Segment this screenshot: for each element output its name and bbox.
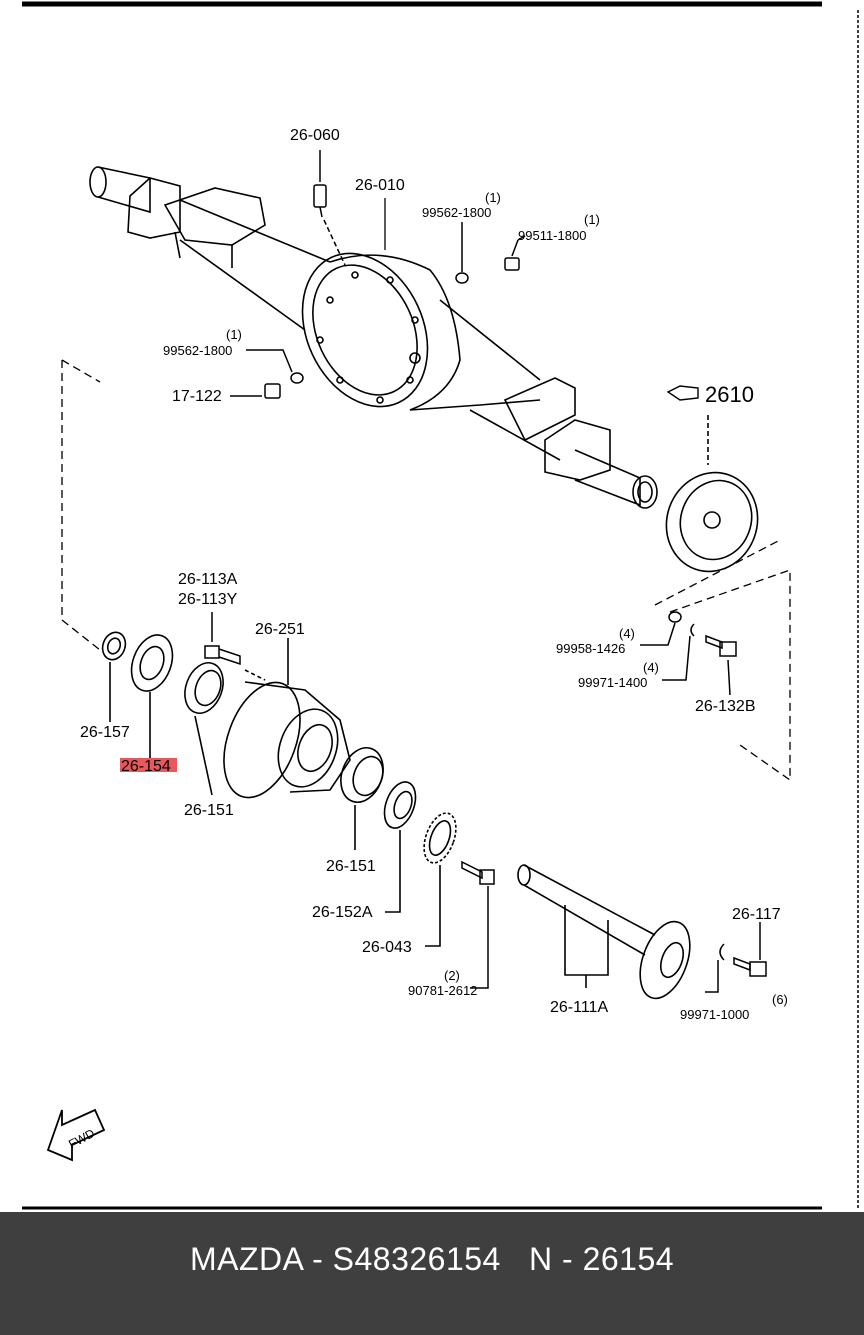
drain-plug-parts bbox=[230, 222, 526, 399]
qty-99562-1800-top: (1) bbox=[485, 190, 501, 205]
qty-99958-1426: (4) bbox=[619, 626, 635, 641]
bolt-90781 bbox=[461, 860, 495, 989]
pointer-hand-icon bbox=[666, 385, 699, 401]
clip-99971-1000 bbox=[705, 922, 767, 993]
label-26-043: 26-043 bbox=[362, 939, 412, 956]
label-26-113Y: 26-113Y bbox=[178, 591, 238, 608]
retainer-26-152A bbox=[383, 781, 417, 913]
qty-99511-1800: (1) bbox=[584, 212, 600, 227]
label-26-157: 26-157 bbox=[80, 724, 130, 741]
label-26-152A: 26-152A bbox=[312, 904, 373, 921]
label-fwd: FWD bbox=[66, 1126, 97, 1151]
brake-backing-plate bbox=[665, 415, 759, 573]
axle-shaft-26-111A bbox=[517, 864, 691, 1000]
bearing-26-151-a bbox=[184, 662, 224, 796]
label-99958-1426: 99958-1426 bbox=[556, 641, 625, 656]
qty-99971-1000: (6) bbox=[772, 992, 788, 1007]
fwd-arrow-icon bbox=[46, 1108, 106, 1162]
label-90781-2612: 90781-2612 bbox=[408, 983, 477, 998]
label-99562-1800-top: 99562-1800 bbox=[422, 205, 491, 220]
label-26-010: 26-010 bbox=[355, 177, 405, 194]
axle-housing bbox=[89, 166, 658, 509]
bearing-26-154 bbox=[130, 634, 174, 758]
footer-bar: MAZDA - S48326154 N - 26154 bbox=[0, 1212, 864, 1335]
highlight-26-154 bbox=[120, 758, 177, 772]
qty-99562-1800-left: (1) bbox=[226, 327, 242, 342]
label-99562-1800-left: 99562-1800 bbox=[163, 343, 232, 358]
label-99971-1400: 99971-1400 bbox=[578, 675, 647, 690]
label-99511-1800: 99511-1800 bbox=[518, 228, 586, 243]
label-26-060: 26-060 bbox=[290, 127, 340, 144]
bolt-26-113 bbox=[204, 612, 241, 666]
seal-26-157 bbox=[101, 631, 127, 722]
breather-part bbox=[313, 150, 346, 266]
brake-hardware bbox=[640, 611, 737, 696]
label-26-117: 26-117 bbox=[732, 906, 781, 923]
gasket-26-043 bbox=[423, 812, 457, 947]
qty-90781-2612: (2) bbox=[444, 968, 460, 983]
assembly-outline bbox=[61, 359, 791, 782]
label-26-113A: 26-113A bbox=[178, 571, 238, 588]
label-17-122: 17-122 bbox=[172, 388, 222, 405]
exploded-parts-diagram: 26-060 26-010 (1) 99562-1800 (1) 99511-1… bbox=[22, 1, 859, 1210]
bearing-26-151-b bbox=[340, 747, 384, 850]
part-number-caption: MAZDA - S48326154 N - 26154 bbox=[189, 1241, 675, 1277]
label-26-151-b: 26-151 bbox=[326, 858, 376, 875]
qty-99971-1400: (4) bbox=[643, 660, 659, 675]
label-2610: 2610 bbox=[705, 382, 754, 407]
label-26-111A: 26-111A bbox=[550, 999, 608, 1016]
label-26-151-a: 26-151 bbox=[184, 802, 234, 819]
label-26-154: 26-154 bbox=[121, 758, 171, 775]
label-26-132B: 26-132B bbox=[695, 698, 756, 715]
label-26-251: 26-251 bbox=[255, 621, 305, 638]
hub-drum-26-251 bbox=[223, 638, 351, 799]
label-99971-1000: 99971-1000 bbox=[680, 1007, 749, 1022]
